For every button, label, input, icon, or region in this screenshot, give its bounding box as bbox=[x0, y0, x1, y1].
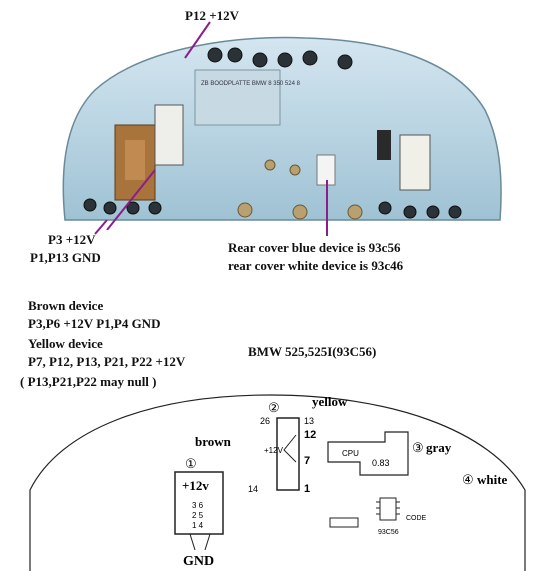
brown-connector bbox=[114, 124, 156, 201]
bulb-sockets bbox=[83, 198, 462, 219]
yellow-device-title: Yellow device bbox=[28, 336, 103, 351]
rear-blue-label: Rear cover blue device is 93c56 bbox=[228, 240, 401, 255]
brown-pins-row2: 2 5 bbox=[192, 511, 204, 520]
yellow-pin-26: 26 bbox=[260, 416, 270, 426]
board-outline bbox=[29, 394, 526, 571]
code-label: CODE bbox=[406, 515, 427, 522]
brown-pins-row1: 3 6 bbox=[192, 501, 204, 510]
board-schematic: ① brown +12v 3 6 2 5 1 4 GND ② yellow 26… bbox=[29, 394, 526, 571]
yellow-pin-7: 7 bbox=[304, 455, 310, 467]
gray-label: gray bbox=[426, 440, 452, 455]
white-connector-left bbox=[154, 104, 184, 166]
white-label: white bbox=[477, 472, 508, 487]
part-label-text: ZB BOODPLATTE BMW 8 350 524 8 bbox=[201, 81, 301, 87]
yellow-pin-13: 13 bbox=[304, 416, 314, 426]
small-part bbox=[329, 517, 359, 528]
brown-device-box bbox=[174, 471, 224, 535]
brass-posts bbox=[237, 159, 363, 220]
eeprom-label: 93C56 bbox=[378, 529, 399, 536]
brown-device-title: Brown device bbox=[28, 298, 104, 313]
white-connector-right bbox=[399, 134, 431, 191]
top-bosses bbox=[207, 47, 353, 70]
brown-number: ① bbox=[185, 456, 197, 471]
cpu-outline bbox=[327, 431, 409, 476]
model-label: BMW 525,525I(93C56) bbox=[248, 344, 377, 359]
yellow-number: ② bbox=[268, 400, 280, 415]
eeprom-pins bbox=[376, 501, 400, 515]
white-number: ④ bbox=[462, 472, 474, 487]
yellow-device-pins: P7, P12, P13, P21, P22 +12V bbox=[28, 354, 186, 369]
yellow-label: yellow bbox=[312, 394, 348, 409]
brown-voltage: +12v bbox=[182, 478, 209, 493]
p3-label: P3 +12V bbox=[48, 232, 96, 247]
cluster-housing bbox=[62, 36, 502, 221]
cpu-value: 0.83 bbox=[372, 458, 390, 468]
gray-number: ③ bbox=[412, 440, 424, 455]
brown-label: brown bbox=[195, 434, 232, 449]
p12-label: P12 +12V bbox=[185, 8, 239, 23]
brown-pins-row3: 1 4 bbox=[192, 521, 204, 530]
gnd-label: GND bbox=[183, 554, 214, 569]
yellow-device-box bbox=[276, 417, 300, 491]
gnd-line-left bbox=[189, 533, 196, 551]
eeprom-chip bbox=[379, 497, 397, 521]
rear-white-label: rear cover white device is 93c46 bbox=[228, 258, 404, 273]
yellow-device-note: ( P13,P21,P22 may null ) bbox=[20, 374, 157, 389]
yellow-pin-1: 1 bbox=[304, 483, 310, 495]
part-label bbox=[194, 69, 281, 126]
dark-connector-right bbox=[377, 130, 391, 160]
p12-leader bbox=[184, 21, 211, 59]
p1-p13-label: P1,P13 GND bbox=[30, 250, 101, 265]
yellow-pin-12: 12 bbox=[304, 429, 316, 441]
cpu-label: CPU bbox=[342, 449, 359, 458]
lower-leaders bbox=[94, 220, 328, 236]
yellow-pin-14: 14 bbox=[248, 484, 258, 494]
brown-device-pins: P3,P6 +12V P1,P4 GND bbox=[28, 316, 161, 331]
gnd-line-right bbox=[204, 533, 211, 551]
cluster-photo: ZB BOODPLATTE BMW 8 350 524 8 bbox=[62, 36, 502, 230]
yellow-voltage: +12V bbox=[264, 446, 284, 455]
brown-connector-pins bbox=[125, 140, 145, 180]
yellow-jumper bbox=[283, 434, 297, 463]
